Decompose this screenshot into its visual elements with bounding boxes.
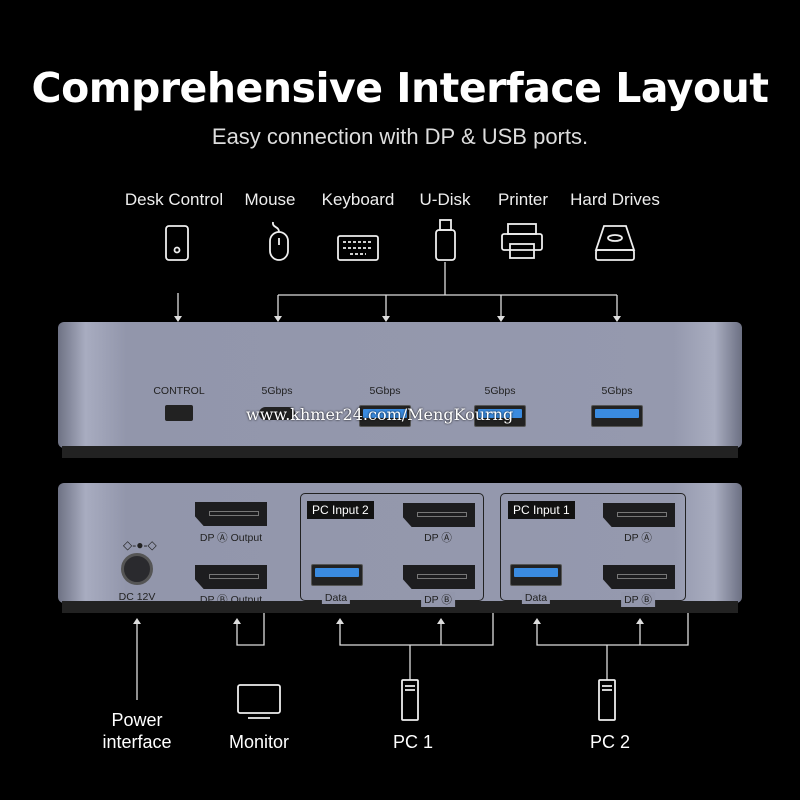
dp-b-output-label: DP Ⓑ Output: [199, 594, 263, 606]
pc1-tower-icon: [401, 679, 419, 721]
pc1-dp-a-port[interactable]: [603, 503, 675, 527]
keyboard-icon: [337, 235, 379, 261]
dp-b-output-port[interactable]: [195, 565, 267, 589]
label-keyboard: Keyboard: [321, 190, 395, 209]
pc-input-2-tag: PC Input 2: [307, 501, 374, 519]
watermark: www.khmer24.com/MengKourng: [246, 405, 514, 424]
data-label: Data: [521, 592, 551, 604]
dp-b-label: DP Ⓑ: [621, 592, 655, 607]
pc-input-2-group: [300, 493, 484, 601]
hard-drive-icon: [594, 225, 636, 261]
dc-label: DC 12V: [118, 591, 156, 603]
pc-input-1-tag: PC Input 1: [508, 501, 575, 519]
dp-a-output-label: DP Ⓐ Output: [199, 532, 263, 544]
pc2-dp-b-port[interactable]: [403, 565, 475, 589]
label-u-disk: U-Disk: [419, 190, 471, 209]
speed-label: 5Gbps: [369, 385, 401, 397]
usb-c-port[interactable]: [259, 407, 295, 420]
label-mouse: Mouse: [244, 190, 296, 209]
dp-a-label: DP Ⓐ: [624, 532, 652, 544]
data-label: Data: [321, 592, 351, 604]
mouse-icon: [269, 221, 289, 261]
dc-power-port[interactable]: [121, 553, 153, 585]
monitor-label: Monitor: [228, 732, 290, 752]
pc2-dp-a-port[interactable]: [403, 503, 475, 527]
control-label: CONTROL: [153, 385, 205, 397]
speed-label: 5Gbps: [484, 385, 516, 397]
back-base: [62, 601, 738, 613]
label-printer: Printer: [497, 190, 549, 209]
monitor-icon: [237, 684, 281, 719]
pc1-data-usb-port[interactable]: [510, 564, 562, 586]
usb-a-port[interactable]: [474, 405, 526, 427]
label-hard-drives: Hard Drives: [570, 190, 660, 209]
pc2-tower-icon: [598, 679, 616, 721]
usb-drive-icon: [435, 219, 456, 261]
dp-b-label: DP Ⓑ: [421, 592, 455, 607]
dp-a-label: DP Ⓐ: [424, 532, 452, 544]
desk-control-icon: [165, 225, 189, 261]
power-interface-label: Power interface: [102, 710, 172, 752]
usb-a-port[interactable]: [591, 405, 643, 427]
printer-icon: [501, 223, 543, 259]
page-title: Comprehensive Interface Layout: [31, 64, 769, 112]
subtitle: Easy connection with DP & USB ports.: [211, 124, 589, 149]
dp-a-output-port[interactable]: [195, 502, 267, 526]
pc2-data-usb-port[interactable]: [311, 564, 363, 586]
speed-label: 5Gbps: [601, 385, 633, 397]
speed-label: 5Gbps: [261, 385, 293, 397]
pc-input-1-group: [500, 493, 686, 601]
pc1-label: PC 1: [392, 732, 434, 752]
mini-usb-control-port[interactable]: [165, 405, 193, 421]
kvm-front-panel: [58, 322, 742, 448]
pc1-dp-b-port[interactable]: [603, 565, 675, 589]
dc-polarity-icon: ◇-●-◇: [123, 538, 157, 552]
pc2-label: PC 2: [589, 732, 631, 752]
label-desk-control: Desk Control: [124, 190, 224, 209]
front-base: [62, 446, 738, 458]
usb-a-port[interactable]: [359, 405, 411, 427]
